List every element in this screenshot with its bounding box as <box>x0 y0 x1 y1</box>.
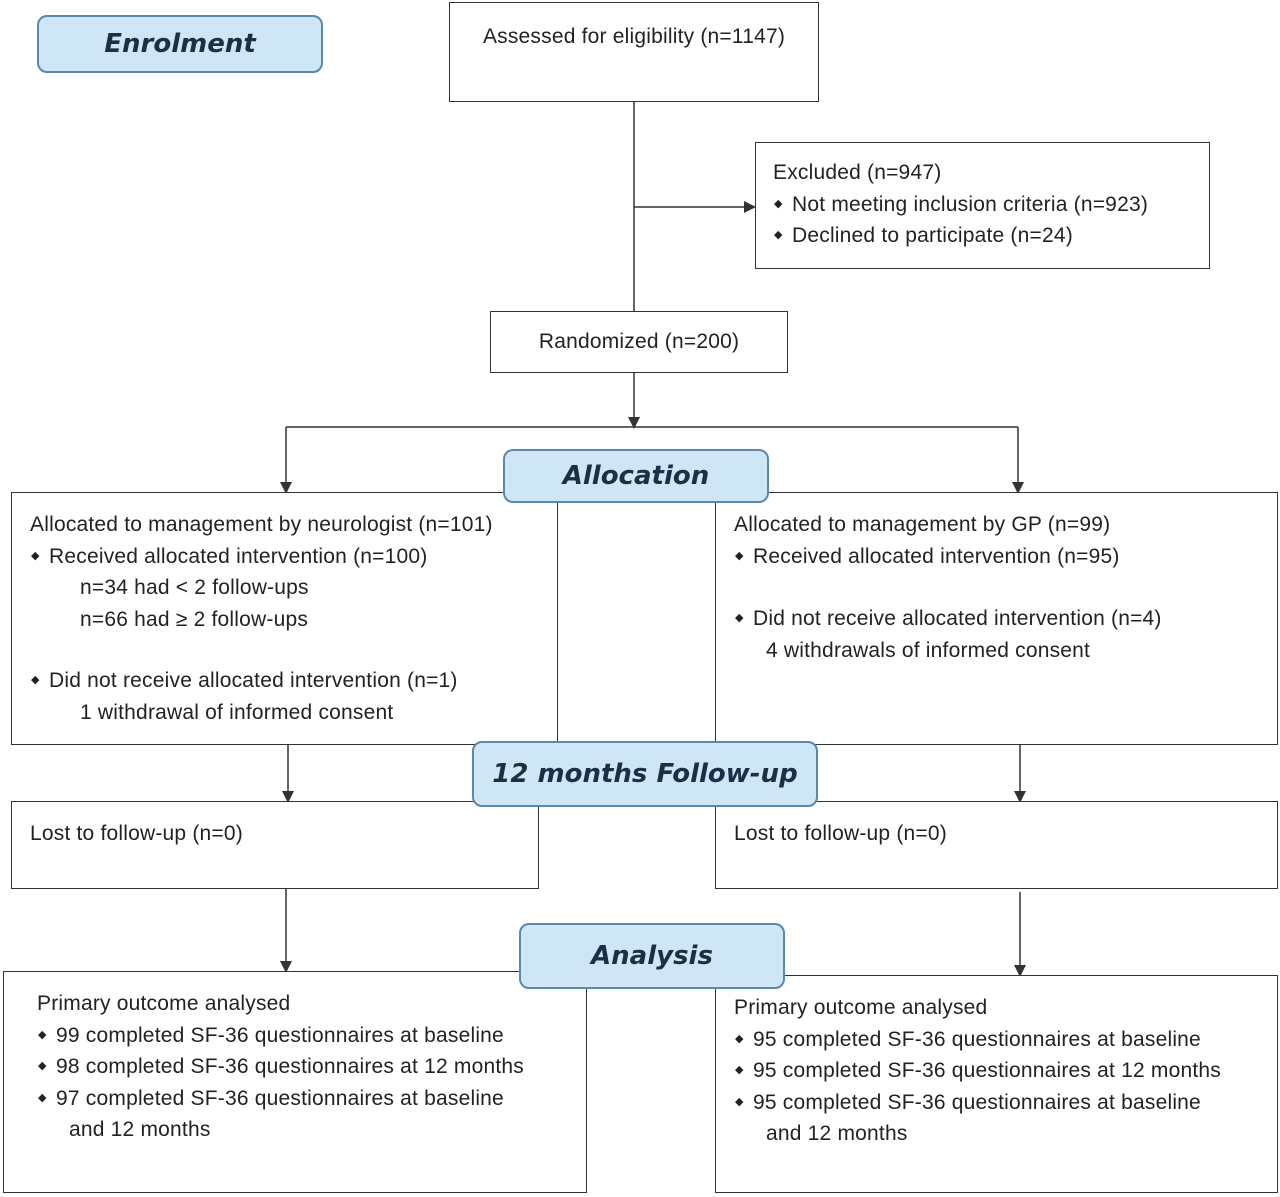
analysis-right-box: Primary outcome analysed 95 completed SF… <box>715 975 1278 1193</box>
allocation-right-received: Received allocated intervention (n=95) <box>734 541 1277 573</box>
followup-right-text: Lost to follow-up (n=0) <box>734 822 947 845</box>
allocation-left-sub2: n=66 had ≥ 2 follow-ups <box>80 607 309 631</box>
allocation-right-not-received-detail: 4 withdrawals of informed consent <box>766 638 1091 662</box>
stage-allocation: Allocation <box>503 449 769 503</box>
stage-analysis-label: Analysis <box>591 941 713 971</box>
allocation-left-not-received: Did not receive allocated intervention (… <box>30 665 557 697</box>
excluded-item: Not meeting inclusion criteria (n=923) <box>773 189 1209 221</box>
randomized-box: Randomized (n=200) <box>490 311 788 373</box>
stage-followup-label: 12 months Follow-up <box>492 759 798 789</box>
allocation-left-title: Allocated to management by neurologist (… <box>30 513 493 536</box>
allocation-left-not-received-detail: 1 withdrawal of informed consent <box>80 700 394 724</box>
allocation-right-not-received: Did not receive allocated intervention (… <box>734 603 1277 635</box>
excluded-item: Declined to participate (n=24) <box>773 220 1209 252</box>
assessed-box: Assessed for eligibility (n=1147) <box>449 2 819 102</box>
analysis-left-title: Primary outcome analysed <box>37 992 291 1015</box>
analysis-right-item: 95 completed SF-36 questionnaires at bas… <box>734 1087 1277 1119</box>
allocation-left-received: Received allocated intervention (n=100) <box>30 541 557 573</box>
stage-enrolment: Enrolment <box>37 15 323 73</box>
followup-right-box: Lost to follow-up (n=0) <box>715 801 1278 889</box>
analysis-left-item: 99 completed SF-36 questionnaires at bas… <box>37 1020 586 1052</box>
stage-followup: 12 months Follow-up <box>472 741 818 807</box>
stage-enrolment-label: Enrolment <box>104 29 256 59</box>
analysis-right-item: 95 completed SF-36 questionnaires at 12 … <box>734 1055 1277 1087</box>
analysis-left-item: 97 completed SF-36 questionnaires at bas… <box>37 1083 586 1115</box>
allocation-right-title: Allocated to management by GP (n=99) <box>734 513 1111 536</box>
allocation-right-box: Allocated to management by GP (n=99) Rec… <box>715 492 1278 745</box>
analysis-right-continuation: and 12 months <box>766 1122 908 1145</box>
followup-left-box: Lost to follow-up (n=0) <box>11 801 539 889</box>
allocation-left-sub1: n=34 had < 2 follow-ups <box>80 576 309 599</box>
excluded-title: Excluded (n=947) <box>773 161 942 184</box>
analysis-left-item: 98 completed SF-36 questionnaires at 12 … <box>37 1051 586 1083</box>
randomized-text: Randomized (n=200) <box>538 330 740 353</box>
allocation-left-box: Allocated to management by neurologist (… <box>11 492 558 745</box>
assessed-text: Assessed for eligibility (n=1147) <box>482 25 786 48</box>
analysis-left-box: Primary outcome analysed 99 completed SF… <box>3 971 587 1193</box>
followup-left-text: Lost to follow-up (n=0) <box>30 822 243 845</box>
excluded-box: Excluded (n=947) Not meeting inclusion c… <box>755 142 1210 269</box>
analysis-right-title: Primary outcome analysed <box>734 996 988 1019</box>
analysis-left-continuation: and 12 months <box>69 1118 211 1141</box>
stage-analysis: Analysis <box>519 923 785 989</box>
stage-allocation-label: Allocation <box>562 461 710 491</box>
analysis-right-item: 95 completed SF-36 questionnaires at bas… <box>734 1024 1277 1056</box>
